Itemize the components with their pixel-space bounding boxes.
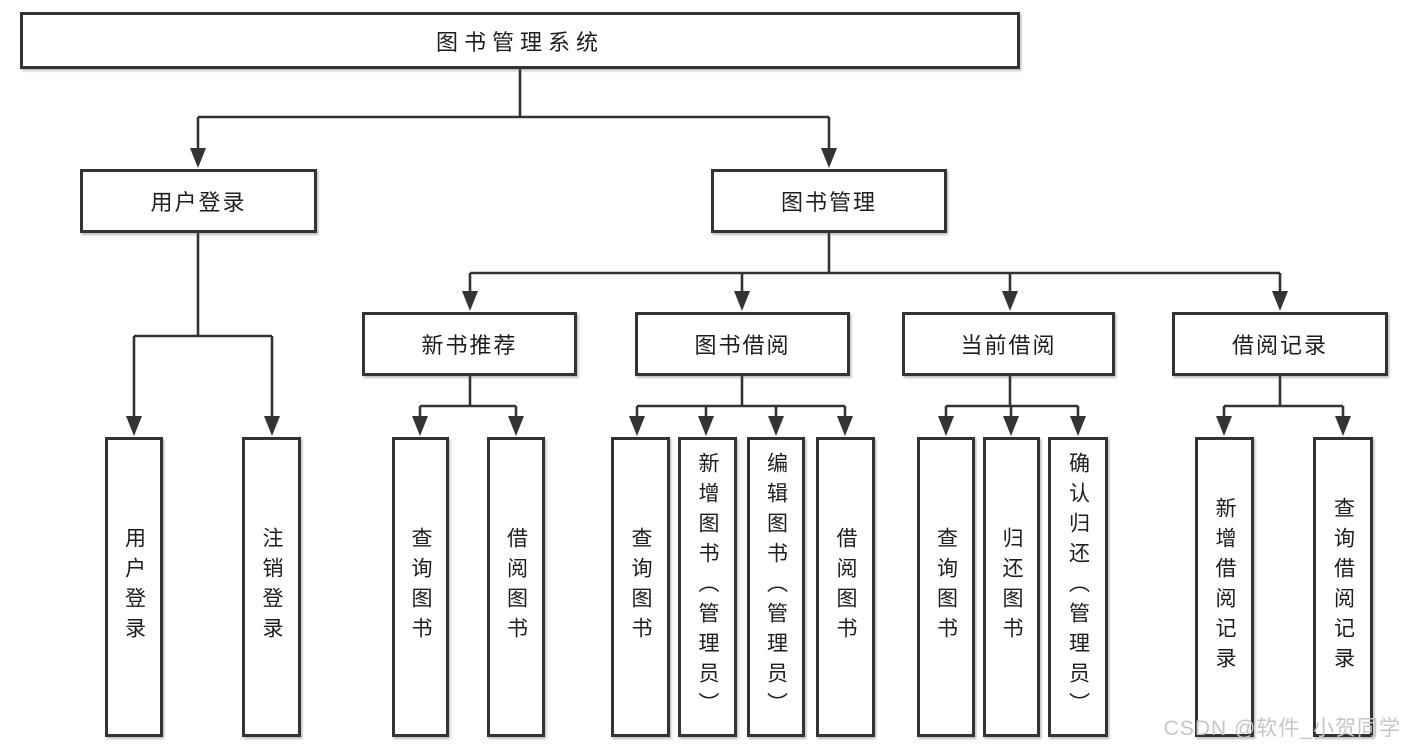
node-label: 新增借阅记录 — [1213, 497, 1236, 677]
node-label: 归还图书 — [1000, 527, 1023, 647]
arrowhead-icon — [462, 291, 478, 311]
arrowhead-icon — [190, 148, 206, 168]
connector-segment — [468, 233, 1282, 295]
arrowhead-icon — [1070, 416, 1086, 436]
node-current-borrowing: 当前借阅 — [902, 312, 1115, 376]
arrowhead-icon — [1335, 416, 1351, 436]
node-library-management-system: 图书管理系统 — [20, 12, 1020, 69]
leaf-edit-book-admin: 编辑图书（管理员） — [747, 437, 805, 737]
leaf-query-book-current: 查询图书 — [917, 437, 975, 737]
node-label: 用户登录 — [122, 527, 146, 647]
leaf-user-login: 用户登录 — [105, 437, 163, 737]
node-label: 当前借阅 — [960, 333, 1057, 358]
arrowhead-icon — [837, 416, 853, 436]
connector-segment — [132, 233, 274, 420]
node-label: 查询图书 — [629, 527, 652, 647]
arrowhead-icon — [629, 416, 645, 436]
node-label: 查询图书 — [934, 527, 958, 647]
arrowhead-icon — [508, 416, 524, 436]
node-label: 确认归还（管理员） — [1066, 452, 1090, 722]
arrowhead-icon — [1216, 416, 1232, 436]
node-label: 用户登录 — [150, 190, 247, 215]
arrowhead-icon — [1002, 291, 1018, 311]
node-label: 编辑图书（管理员） — [764, 452, 788, 722]
arrowhead-icon — [412, 416, 428, 436]
connector-segment — [196, 69, 831, 152]
csdn-watermark: CSDN @软件_小贺同学 — [1163, 717, 1401, 740]
arrowhead-icon — [938, 416, 954, 436]
leaf-query-borrow-record: 查询借阅记录 — [1313, 437, 1373, 737]
leaf-add-book-admin: 新增图书（管理员） — [678, 437, 737, 737]
connector-segment — [1222, 375, 1345, 420]
connector-segment — [635, 375, 847, 420]
arrowhead-icon — [734, 291, 750, 311]
connector-segment — [944, 375, 1080, 420]
node-new-book-recommend: 新书推荐 — [362, 312, 577, 376]
leaf-query-book-borrowing: 查询图书 — [611, 437, 670, 737]
arrowhead-icon — [1003, 416, 1019, 436]
arrowhead-icon — [264, 416, 280, 436]
node-borrowing-records: 借阅记录 — [1172, 312, 1388, 376]
node-book-management: 图书管理 — [711, 169, 947, 233]
leaf-logout: 注销登录 — [242, 437, 301, 737]
node-label: 借阅图书 — [834, 527, 857, 647]
leaf-confirm-return-admin: 确认归还（管理员） — [1048, 437, 1108, 737]
node-label: 图书管理 — [780, 190, 877, 215]
node-label: 借阅记录 — [1231, 333, 1328, 358]
arrowhead-icon — [126, 416, 142, 436]
leaf-query-book-recommend: 查询图书 — [392, 437, 449, 737]
node-label: 借阅图书 — [504, 527, 528, 647]
node-label: 新书推荐 — [421, 333, 518, 358]
connector-segment — [418, 375, 518, 420]
node-label: 图书借阅 — [694, 333, 791, 358]
node-label: 新增图书（管理员） — [696, 452, 719, 722]
arrowhead-icon — [1272, 291, 1288, 311]
node-label: 注销登录 — [260, 527, 283, 647]
arrowhead-icon — [698, 416, 714, 436]
node-user-login: 用户登录 — [80, 169, 317, 233]
node-book-borrowing: 图书借阅 — [635, 312, 850, 376]
leaf-borrow-book-recommend: 借阅图书 — [487, 437, 545, 737]
leaf-add-borrow-record: 新增借阅记录 — [1195, 437, 1254, 737]
node-label: 查询借阅记录 — [1331, 497, 1355, 677]
arrowhead-icon — [768, 416, 784, 436]
arrowhead-icon — [821, 148, 837, 168]
leaf-return-book: 归还图书 — [983, 437, 1040, 737]
node-label: 图书管理系统 — [435, 29, 604, 55]
leaf-borrow-book: 借阅图书 — [816, 437, 875, 737]
node-label: 查询图书 — [409, 527, 432, 647]
